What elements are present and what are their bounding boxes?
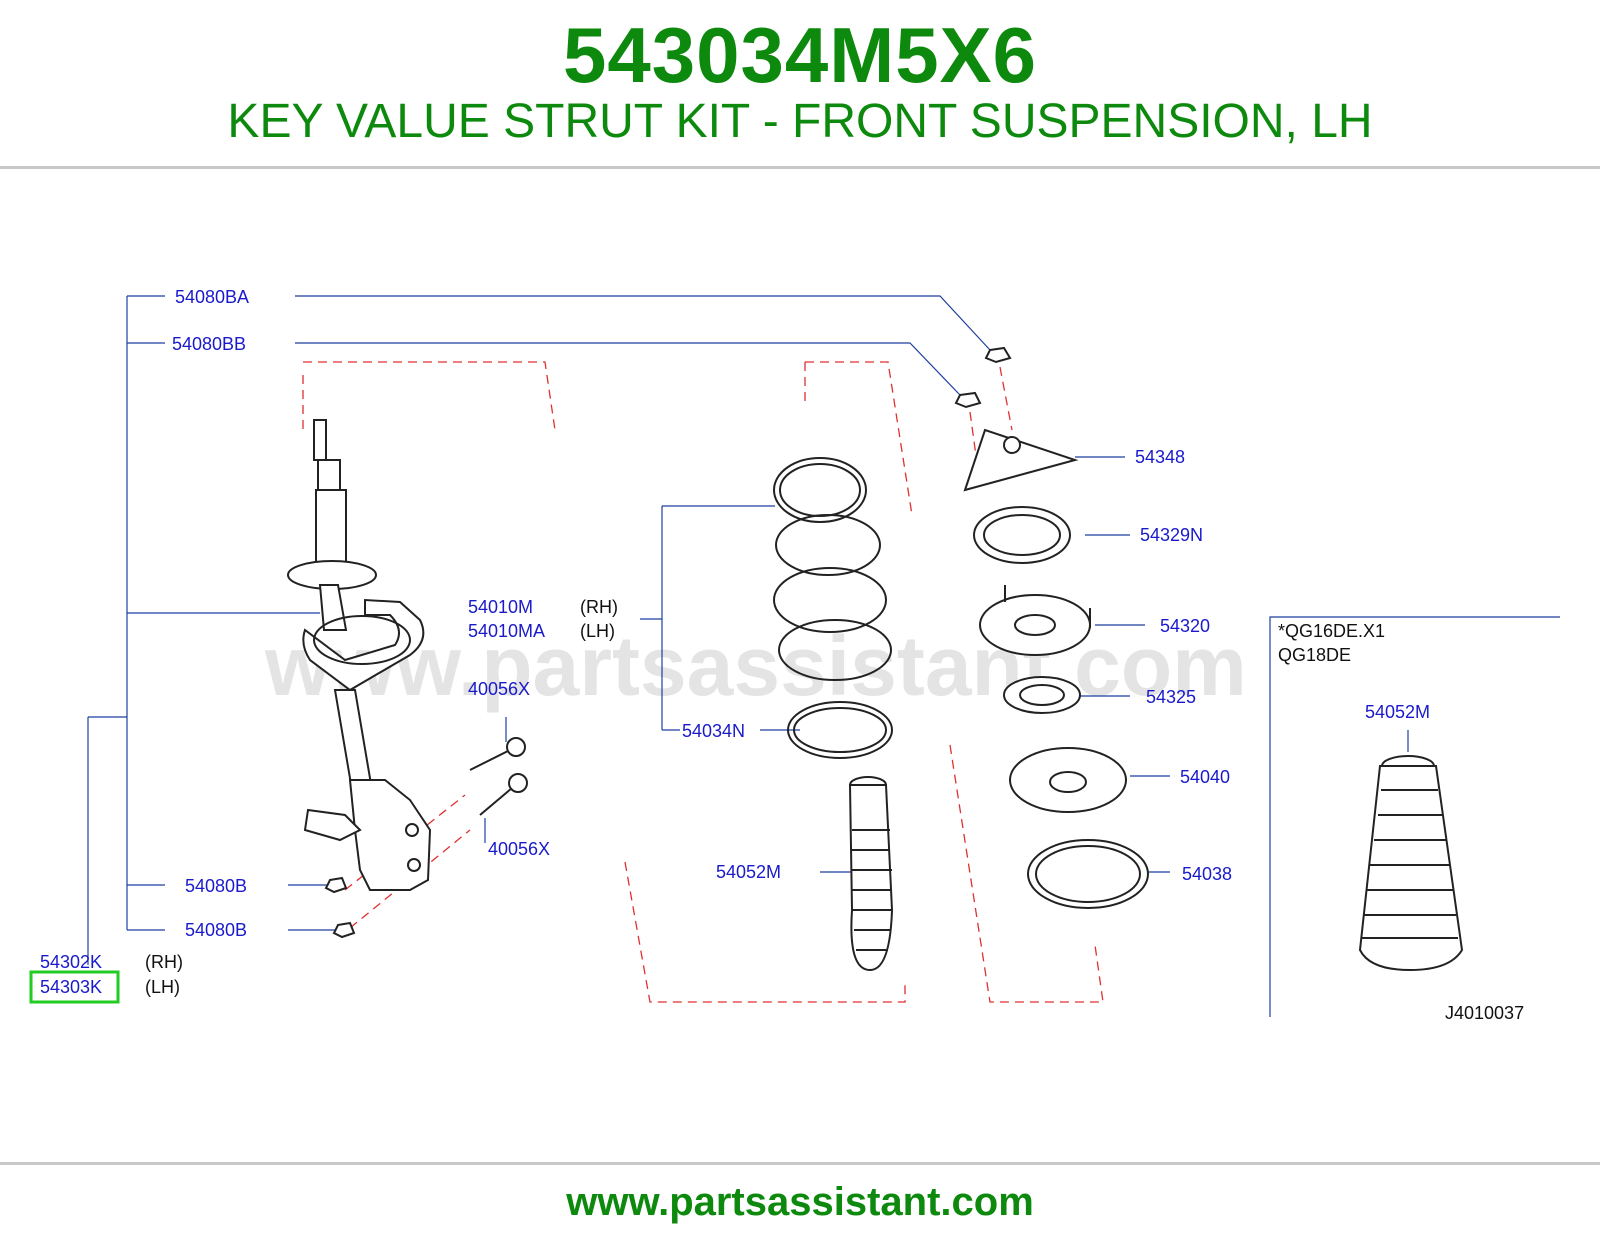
dust-boot-right-drawing <box>1358 755 1464 972</box>
label-54010M-side: (RH) <box>580 597 618 617</box>
label-54325[interactable]: 54325 <box>1146 687 1196 707</box>
label-54080BB[interactable]: 54080BB <box>172 334 246 354</box>
label-54010MA-side: (LH) <box>580 621 615 641</box>
label-54010MA[interactable]: 54010MA <box>468 621 545 641</box>
label-54303K-side: (LH) <box>145 977 180 997</box>
engine-note-2: QG18DE <box>1278 645 1351 665</box>
label-54302K[interactable]: 54302K <box>40 952 102 972</box>
leader-lines-left <box>87 295 991 965</box>
label-54034N[interactable]: 54034N <box>682 721 745 741</box>
mount-stack-drawing <box>963 428 1149 909</box>
label-54040[interactable]: 54040 <box>1180 767 1230 787</box>
label-54329N[interactable]: 54329N <box>1140 525 1203 545</box>
label-40056X-top[interactable]: 40056X <box>468 679 530 699</box>
fasteners-drawing <box>324 346 1012 939</box>
parts-diagram: www.partsassistant.com <box>29 287 1560 1023</box>
label-54303K-highlighted[interactable]: 54303K <box>40 977 102 997</box>
label-54080B-bottom[interactable]: 54080B <box>185 920 247 940</box>
label-54302K-side: (RH) <box>145 952 183 972</box>
label-40056X-bottom[interactable]: 40056X <box>488 839 550 859</box>
header-divider <box>0 166 1600 169</box>
label-54348[interactable]: 54348 <box>1135 447 1185 467</box>
footer-url-link[interactable]: www.partsassistant.com <box>566 1180 1034 1224</box>
part-description: KEY VALUE STRUT KIT - FRONT SUSPENSION, … <box>227 95 1373 148</box>
bump-stop-center-drawing <box>848 776 894 972</box>
diagram-code: J4010037 <box>1445 1003 1524 1023</box>
highlight-box <box>29 970 120 1004</box>
part-labels: 54080BA 54080BB 54010M (RH) 54010MA (LH)… <box>29 287 1524 1023</box>
label-54080B-top[interactable]: 54080B <box>185 876 247 896</box>
label-54052M-center[interactable]: 54052M <box>716 862 781 882</box>
label-54038[interactable]: 54038 <box>1182 864 1232 884</box>
label-54080BA[interactable]: 54080BA <box>175 287 249 307</box>
label-54052M-right[interactable]: 54052M <box>1365 702 1430 722</box>
part-number-title: 543034M5X6 <box>562 11 1038 99</box>
label-54010M[interactable]: 54010M <box>468 597 533 617</box>
label-54320[interactable]: 54320 <box>1160 616 1210 636</box>
page-header: 543034M5X6 KEY VALUE STRUT KIT - FRONT S… <box>0 0 1600 170</box>
footer-divider <box>0 1162 1600 1165</box>
engine-note-1: *QG16DE.X1 <box>1278 621 1385 641</box>
strut-assembly-drawing <box>287 419 432 891</box>
coil-spring-drawing <box>773 457 893 759</box>
